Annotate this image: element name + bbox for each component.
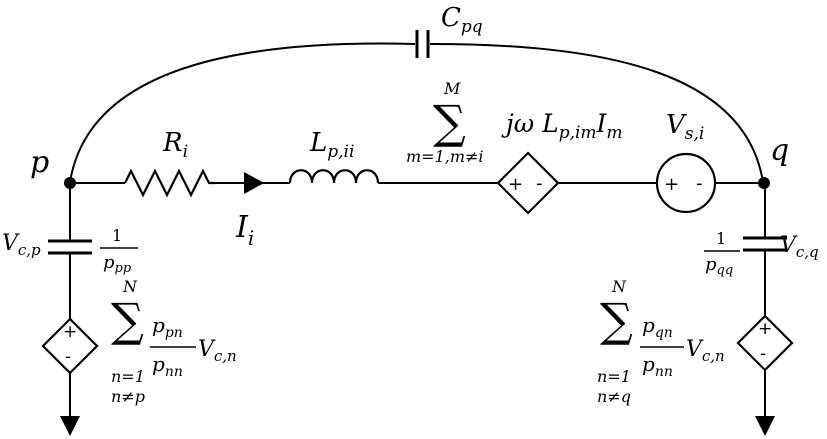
voltage-source-label: Vs,i bbox=[666, 110, 704, 144]
right-source-voltage-term: Vc,n bbox=[686, 337, 725, 365]
node-p-label: p bbox=[30, 145, 49, 180]
node-p-dot bbox=[64, 177, 76, 189]
right-capacitor-voltage-label: Vc,q bbox=[780, 233, 819, 261]
left-capacitor-value-denominator: ppp bbox=[103, 252, 132, 276]
right-sum-lower-limit-1: n=1 bbox=[597, 367, 631, 386]
resistor-label: Ri bbox=[162, 128, 188, 162]
top-arc-wire-right bbox=[429, 43, 764, 183]
voltage-source-circle bbox=[655, 152, 717, 214]
mutual-dependent-source-diamond bbox=[496, 151, 560, 215]
mutual-sum-symbol: ∑ bbox=[433, 95, 466, 149]
voltage-source-plus-sign: + bbox=[664, 174, 679, 195]
left-dependent-source-diamond bbox=[41, 317, 99, 375]
inductor-label: Lp,ii bbox=[309, 128, 354, 162]
mutual-sum-upper-limit: M bbox=[443, 79, 461, 98]
left-ground-arrow-icon bbox=[60, 416, 80, 436]
current-label: Ii bbox=[235, 210, 254, 250]
left-sum-lower-limit-1: n=1 bbox=[111, 367, 145, 386]
left-source-minus-sign: - bbox=[65, 347, 71, 367]
right-source-numerator: pqn bbox=[642, 313, 673, 341]
left-source-plus-sign: + bbox=[63, 322, 77, 342]
right-dependent-source-diamond bbox=[736, 314, 794, 372]
left-source-denominator: pnn bbox=[152, 352, 183, 380]
top-arc-wire-left bbox=[69, 42, 416, 183]
left-sum-symbol: ∑ bbox=[111, 293, 144, 347]
right-source-minus-sign: - bbox=[760, 344, 766, 364]
voltage-source-minus-sign: - bbox=[696, 173, 703, 194]
left-source-voltage-term: Vc,n bbox=[198, 337, 237, 365]
left-sum-lower-limit-2: n≠p bbox=[111, 387, 145, 406]
right-capacitor-value-numerator: 1 bbox=[716, 229, 726, 248]
right-source-plus-sign: + bbox=[758, 319, 772, 339]
right-sum-symbol: ∑ bbox=[600, 293, 633, 347]
left-capacitor-value-numerator: 1 bbox=[112, 226, 122, 245]
right-ground-arrow-icon bbox=[755, 416, 775, 436]
resistor-zigzag bbox=[124, 168, 215, 198]
capacitor-pq-label: Cpq bbox=[441, 3, 483, 37]
node-q-label: q bbox=[770, 133, 789, 168]
left-sum-upper-limit: N bbox=[122, 277, 138, 296]
mutual-sum-lower-limit: m=1,m≠i bbox=[406, 147, 484, 166]
mutual-source-minus-sign: - bbox=[536, 173, 543, 194]
left-source-numerator: ppn bbox=[152, 313, 183, 341]
current-direction-arrow-icon bbox=[244, 172, 264, 194]
left-capacitor-voltage-label: Vc,p bbox=[2, 231, 41, 259]
inductor-coil bbox=[288, 169, 380, 184]
right-source-denominator: pnn bbox=[642, 352, 673, 380]
right-capacitor-value-denominator: pqq bbox=[705, 254, 733, 278]
node-q-dot bbox=[758, 177, 770, 189]
mutual-source-term: jω Lp,imIm bbox=[501, 109, 623, 143]
wires bbox=[69, 42, 766, 417]
right-sum-upper-limit: N bbox=[611, 277, 627, 296]
right-sum-lower-limit-2: n≠q bbox=[597, 387, 631, 406]
mutual-source-plus-sign: + bbox=[508, 174, 523, 195]
